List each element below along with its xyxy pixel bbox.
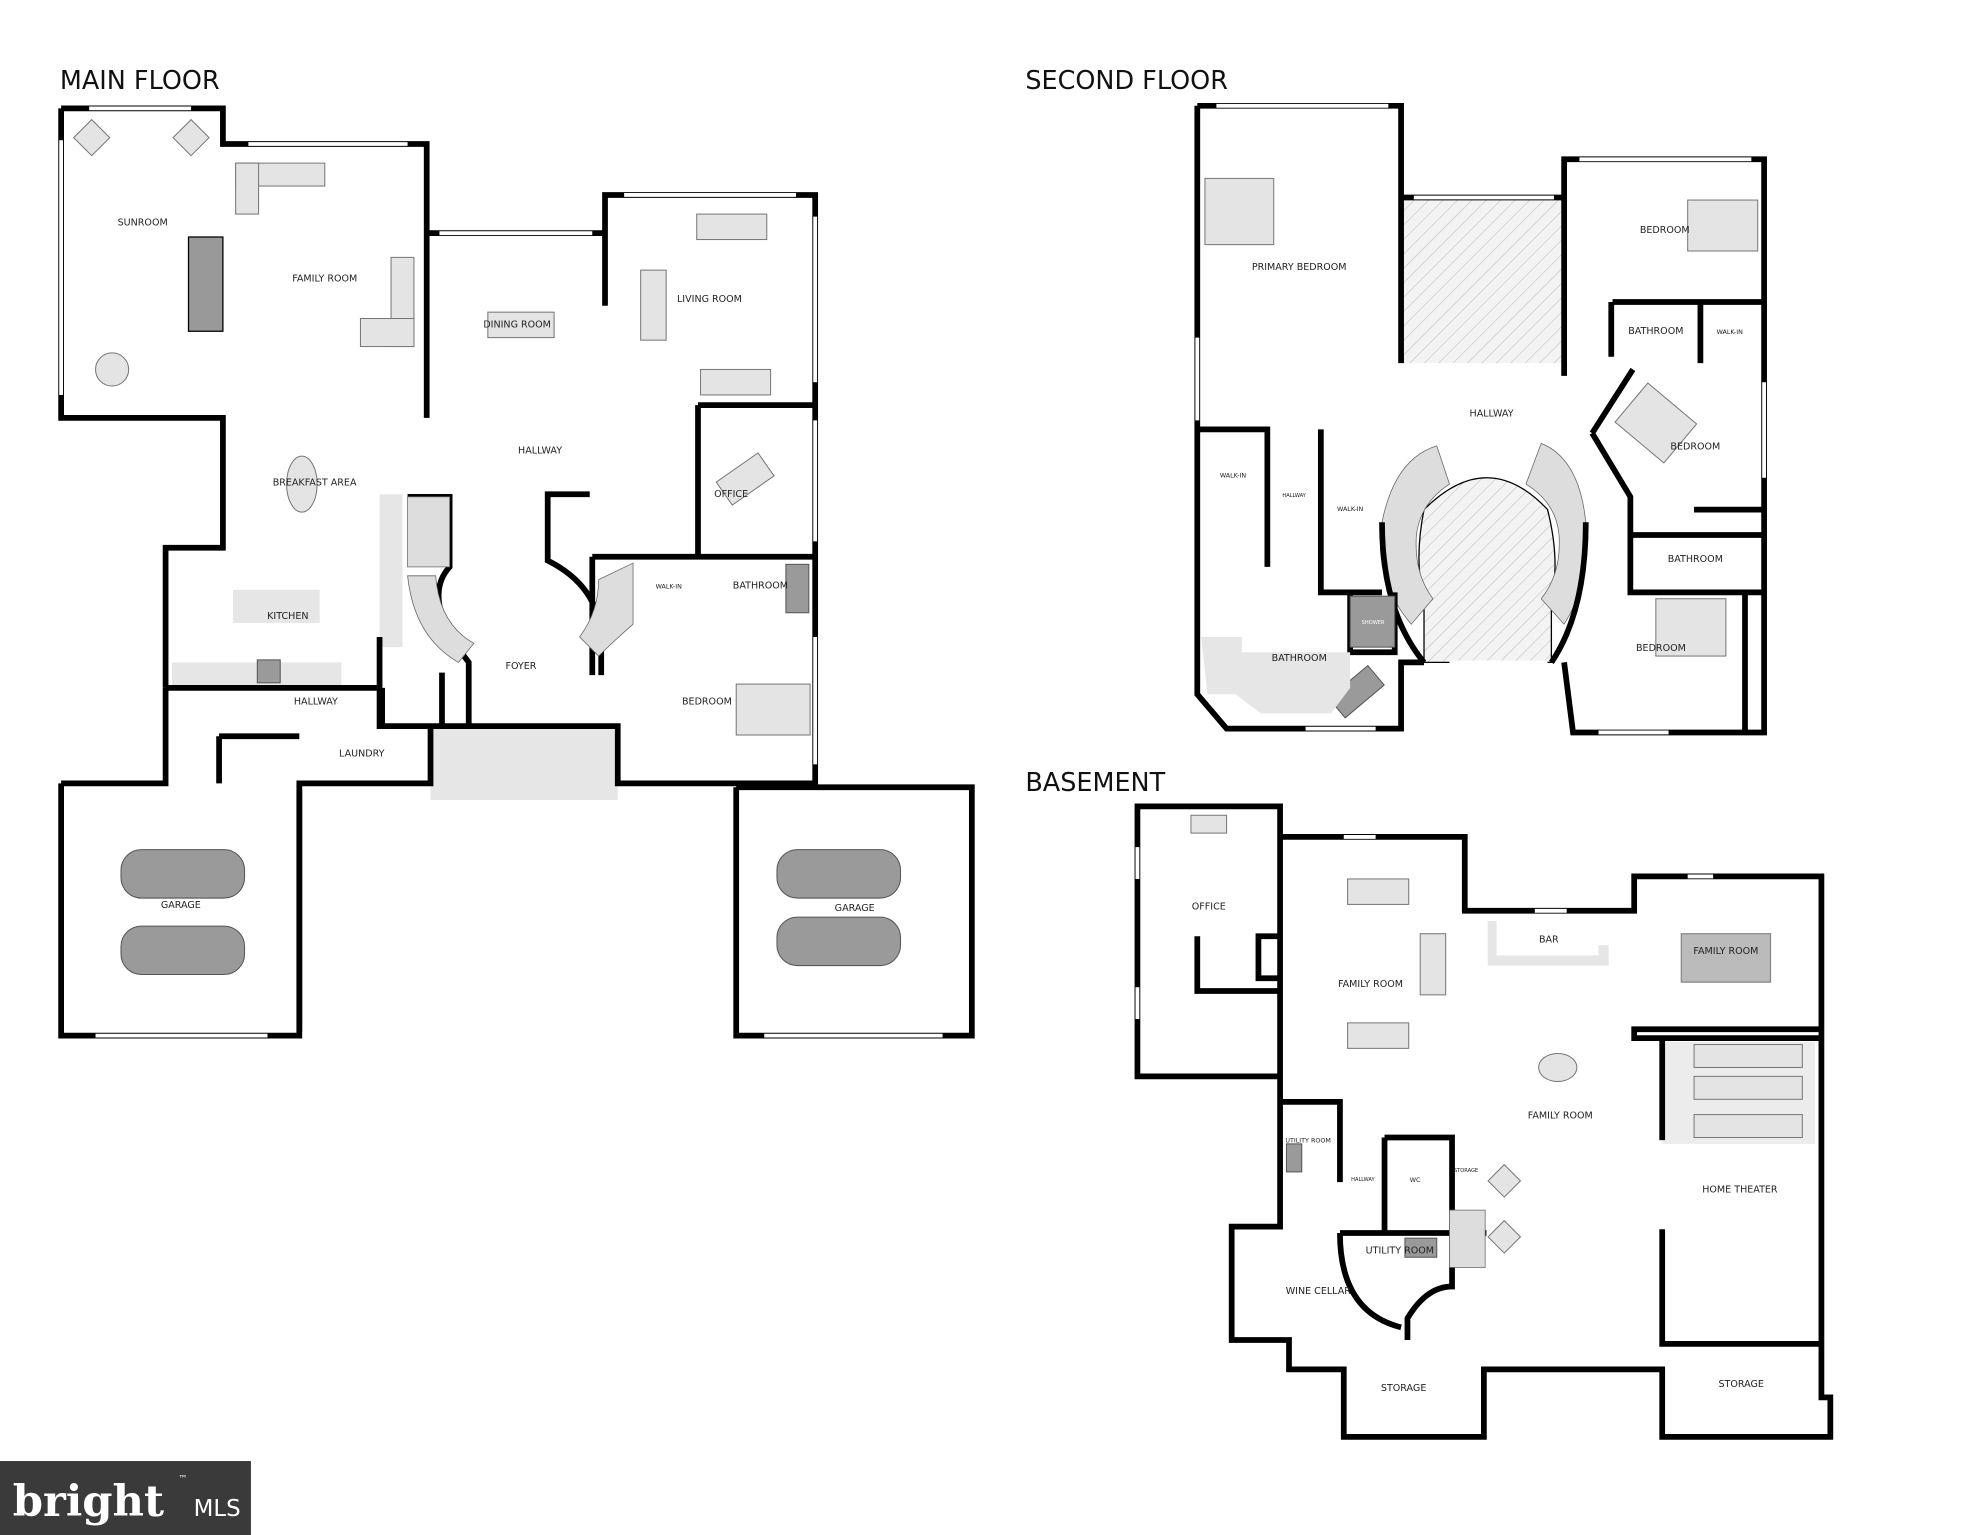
room-label-bathroom: BATHROOM (733, 581, 788, 592)
bathtub (785, 563, 810, 614)
open-to-below (1401, 197, 1565, 364)
shower (1349, 595, 1396, 648)
windows-basement (1135, 835, 1714, 1020)
room-label-hallway-small: HALLWAY (1282, 493, 1306, 499)
room-label-walk-in-w: WALK-IN (1220, 473, 1247, 480)
bed (735, 683, 811, 736)
room-label-family-room-c: FAMILY ROOM (1528, 1110, 1593, 1121)
room-label-walk-in: WALK-IN (656, 584, 683, 591)
foyer-open-to-below (1418, 477, 1556, 664)
room-label-bathroom-e: BATHROOM (1668, 554, 1723, 565)
room-label-sunroom: SUNROOM (118, 218, 168, 229)
room-label-bedroom-ne: BEDROOM (1640, 225, 1690, 236)
office-desk (715, 452, 775, 506)
windows (59, 106, 943, 1038)
room-label-wine-cellar: WINE CELLAR (1286, 1286, 1352, 1297)
main-floor-plan: MAIN FLOOR (58, 66, 975, 1039)
room-label-family-room: FAMILY ROOM (292, 274, 357, 285)
room-label-office: OFFICE (1192, 902, 1226, 913)
furniture-main (72, 118, 811, 736)
logo-suffix: MLS (194, 1496, 241, 1522)
room-label-walk-in-ne: WALK-IN (1717, 329, 1744, 336)
room-label-walk-in-c: WALK-IN (1337, 506, 1364, 513)
room-label-primary-bedroom: PRIMARY BEDROOM (1252, 262, 1347, 273)
room-label-storage-se: STORAGE (1718, 1379, 1763, 1390)
room-label-shower: SHOWER (1362, 620, 1385, 626)
logo-tm: ™ (178, 1474, 187, 1484)
stove (256, 659, 281, 684)
room-label-office: OFFICE (714, 489, 748, 500)
bright-mls-logo: bright ™ MLS (0, 1461, 251, 1535)
curved-staircase-left (407, 575, 475, 663)
room-label-utility-room-1: UTILITY ROOM (1285, 1138, 1331, 1145)
breakfast-table (286, 455, 318, 513)
kitchen-island (233, 589, 320, 623)
furniture-second (1201, 177, 1759, 719)
second-floor-plan: SECOND FLOOR PRIMARY BEDROOM BEDROOM BAT… (1025, 66, 1767, 736)
room-label-bedroom-se: BEDROOM (1636, 643, 1686, 654)
furniture-basement (1190, 814, 1803, 1268)
room-label-foyer: FOYER (505, 661, 536, 672)
room-label-bar: BAR (1539, 935, 1559, 946)
room-label-hallway: HALLWAY (518, 446, 562, 457)
room-label-bathroom-sw: BATHROOM (1272, 653, 1327, 664)
main-floor-title: MAIN FLOOR (60, 66, 220, 96)
room-label-utility-room-2: UTILITY ROOM (1366, 1245, 1434, 1256)
staircase-left (407, 496, 451, 568)
dining-table (487, 311, 555, 339)
room-label-wc: WC (1410, 1177, 1421, 1184)
bar-counter (1487, 920, 1609, 966)
room-label-bedroom-e: BEDROOM (1670, 442, 1720, 453)
room-label-kitchen: KITCHEN (267, 611, 308, 622)
second-floor-title: SECOND FLOOR (1025, 66, 1228, 96)
room-label-hallway: HALLWAY (1470, 409, 1514, 420)
room-label-home-theater: HOME THEATER (1702, 1184, 1778, 1195)
pool-table (1680, 933, 1772, 983)
basement-walls (1134, 803, 1834, 1440)
room-label-bedroom: BEDROOM (682, 696, 732, 707)
fireplace (187, 236, 224, 332)
room-label-dining-room: DINING ROOM (483, 319, 551, 330)
windows-second (1195, 103, 1767, 735)
room-label-family-room-pool: FAMILY ROOM (1693, 946, 1758, 957)
room-label-garage-left: GARAGE (161, 900, 201, 911)
room-label-bathroom-ne: BATHROOM (1628, 326, 1683, 337)
room-label-living-room: LIVING ROOM (677, 294, 742, 305)
cars (120, 849, 902, 975)
basement-plan: BASEMENT OFFICE BAR FAMILY ROOM FAMILY R… (1025, 768, 1834, 1440)
pantry-counter (379, 494, 403, 648)
room-label-storage-s: STORAGE (1381, 1383, 1426, 1394)
kitchen-counter (171, 662, 342, 688)
logo-brand: bright (13, 1476, 164, 1527)
room-label-family-room-w: FAMILY ROOM (1338, 979, 1403, 990)
room-label-laundry: LAUNDRY (339, 749, 385, 760)
room-label-garage-right: GARAGE (835, 903, 875, 914)
sunroom-table (95, 352, 130, 387)
room-label-hallway: HALLWAY (1351, 1177, 1375, 1183)
curved-staircase-right (579, 562, 634, 657)
room-label-storage-small: STORAGE (1454, 1168, 1478, 1174)
front-porch (430, 726, 618, 800)
room-label-hallway-2: HALLWAY (294, 696, 338, 707)
room-label-breakfast-area: BREAKFAST AREA (273, 477, 357, 488)
basement-title: BASEMENT (1025, 768, 1165, 798)
